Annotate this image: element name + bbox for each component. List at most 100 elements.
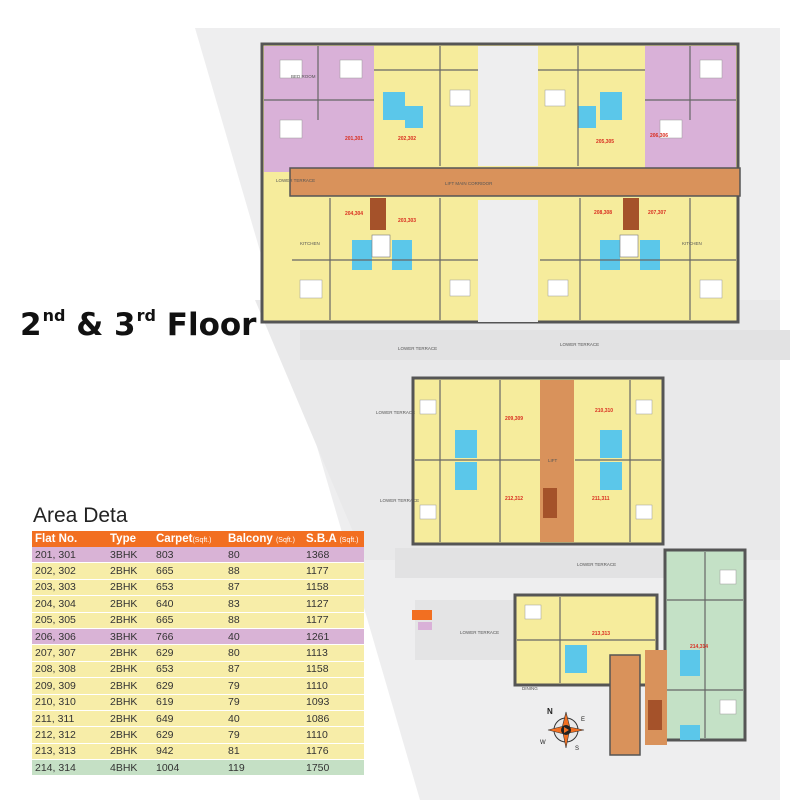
cell-sba: 1093 [303,694,364,711]
duct [619,234,639,258]
cell-sba: 1110 [303,677,364,695]
compass-west-label: W [540,740,546,746]
terrace-label: LOWER TERRACE [560,342,599,347]
room-label: BED ROOM [291,74,316,79]
toilet [680,650,700,676]
cell-flat: 210, 310 [32,694,107,711]
flat-number: 204,304 [345,211,363,217]
flat-number: 211,311 [592,496,610,502]
flat-number: 213,313 [592,631,610,637]
lower-terrace-strip [395,548,665,578]
toilet [392,240,412,270]
toilet [565,645,587,673]
corridor-label: LIFT MAIN CORRIDOR [445,181,493,186]
lift [370,198,386,230]
toilet [600,430,622,458]
terrace-label: LOWER TERRACE [380,498,419,503]
cell-type: 2BHK [107,644,153,662]
column-header: Balcony (Sqft.) [225,531,303,547]
flat-number: 207,307 [648,210,666,216]
cell-sba: 1177 [303,562,364,580]
column-header: S.B.A (Sqft.) [303,531,364,547]
room-label: KITCHEN [300,241,320,246]
cell-flat: 203, 303 [32,579,107,597]
central-terrace [478,200,538,322]
column-header: Type [107,531,153,547]
cell-type: 2BHK [107,579,153,597]
cell-flat: 207, 307 [32,644,107,662]
terrace-label: LOWER TERRACE [398,346,437,351]
cell-type: 2BHK [107,694,153,711]
flat-number: 203,303 [398,218,416,224]
cell-sba: 1127 [303,595,364,613]
cell-balcony: 88 [225,562,303,580]
cell-sba: 1158 [303,661,364,679]
toilet [405,106,423,128]
cell-carpet: 649 [153,710,225,728]
cell-flat: 214, 314 [32,759,107,777]
cell-carpet: 653 [153,579,225,597]
cell-balcony: 79 [225,726,303,744]
flat-number: 205,305 [596,139,614,145]
flat-number: 209,309 [505,416,523,422]
toilet [640,240,660,270]
flat-number: 214,314 [690,644,708,650]
cell-balcony: 87 [225,579,303,597]
cell-sba: 1177 [303,612,364,629]
cell-flat: 212, 312 [32,726,107,744]
lift [543,488,557,518]
toilet [600,462,622,490]
cell-type: 2BHK [107,612,153,629]
toilet [455,430,477,458]
cell-flat: 201, 301 [32,547,107,564]
cell-carpet: 619 [153,694,225,711]
cell-flat: 205, 305 [32,612,107,629]
cell-sba: 1086 [303,710,364,728]
cell-balcony: 88 [225,612,303,629]
cell-flat: 202, 302 [32,562,107,580]
cell-carpet: 1004 [153,759,225,777]
toilet [383,92,405,120]
cell-type: 2BHK [107,726,153,744]
cell-type: 2BHK [107,661,153,679]
cell-type: 2BHK [107,677,153,695]
cell-sba: 1158 [303,579,364,597]
cell-flat: 206, 306 [32,628,107,646]
cell-type: 3BHK [107,547,153,564]
area-table: Flat No. Type Carpet(Sqft.) Balcony (Sqf… [32,531,364,777]
cell-balcony: 40 [225,628,303,646]
cell-flat: 211, 311 [32,710,107,728]
lift [623,198,639,230]
cell-type: 2BHK [107,562,153,580]
cell-balcony: 79 [225,677,303,695]
cell-type: 3BHK [107,628,153,646]
cell-balcony: 40 [225,710,303,728]
cell-carpet: 803 [153,547,225,564]
floor-title: 2nd & 3rd Floor [20,306,257,343]
compass-east-label: E [581,717,585,723]
cell-sba: 1368 [303,547,364,564]
cell-carpet: 665 [153,612,225,629]
cell-type: 2BHK [107,743,153,761]
terrace-label: LOWER TERRACE [276,178,315,183]
cell-carpet: 665 [153,562,225,580]
flat-number: 206,306 [650,133,668,139]
block-outline [411,376,665,546]
cell-flat: 204, 304 [32,595,107,613]
cell-carpet: 629 [153,726,225,744]
cell-type: 4BHK [107,759,153,777]
column-header: Flat No. [32,531,107,547]
toilet [455,462,477,490]
stair-core [609,654,641,756]
toilet [680,725,700,740]
cell-balcony: 80 [225,547,303,564]
